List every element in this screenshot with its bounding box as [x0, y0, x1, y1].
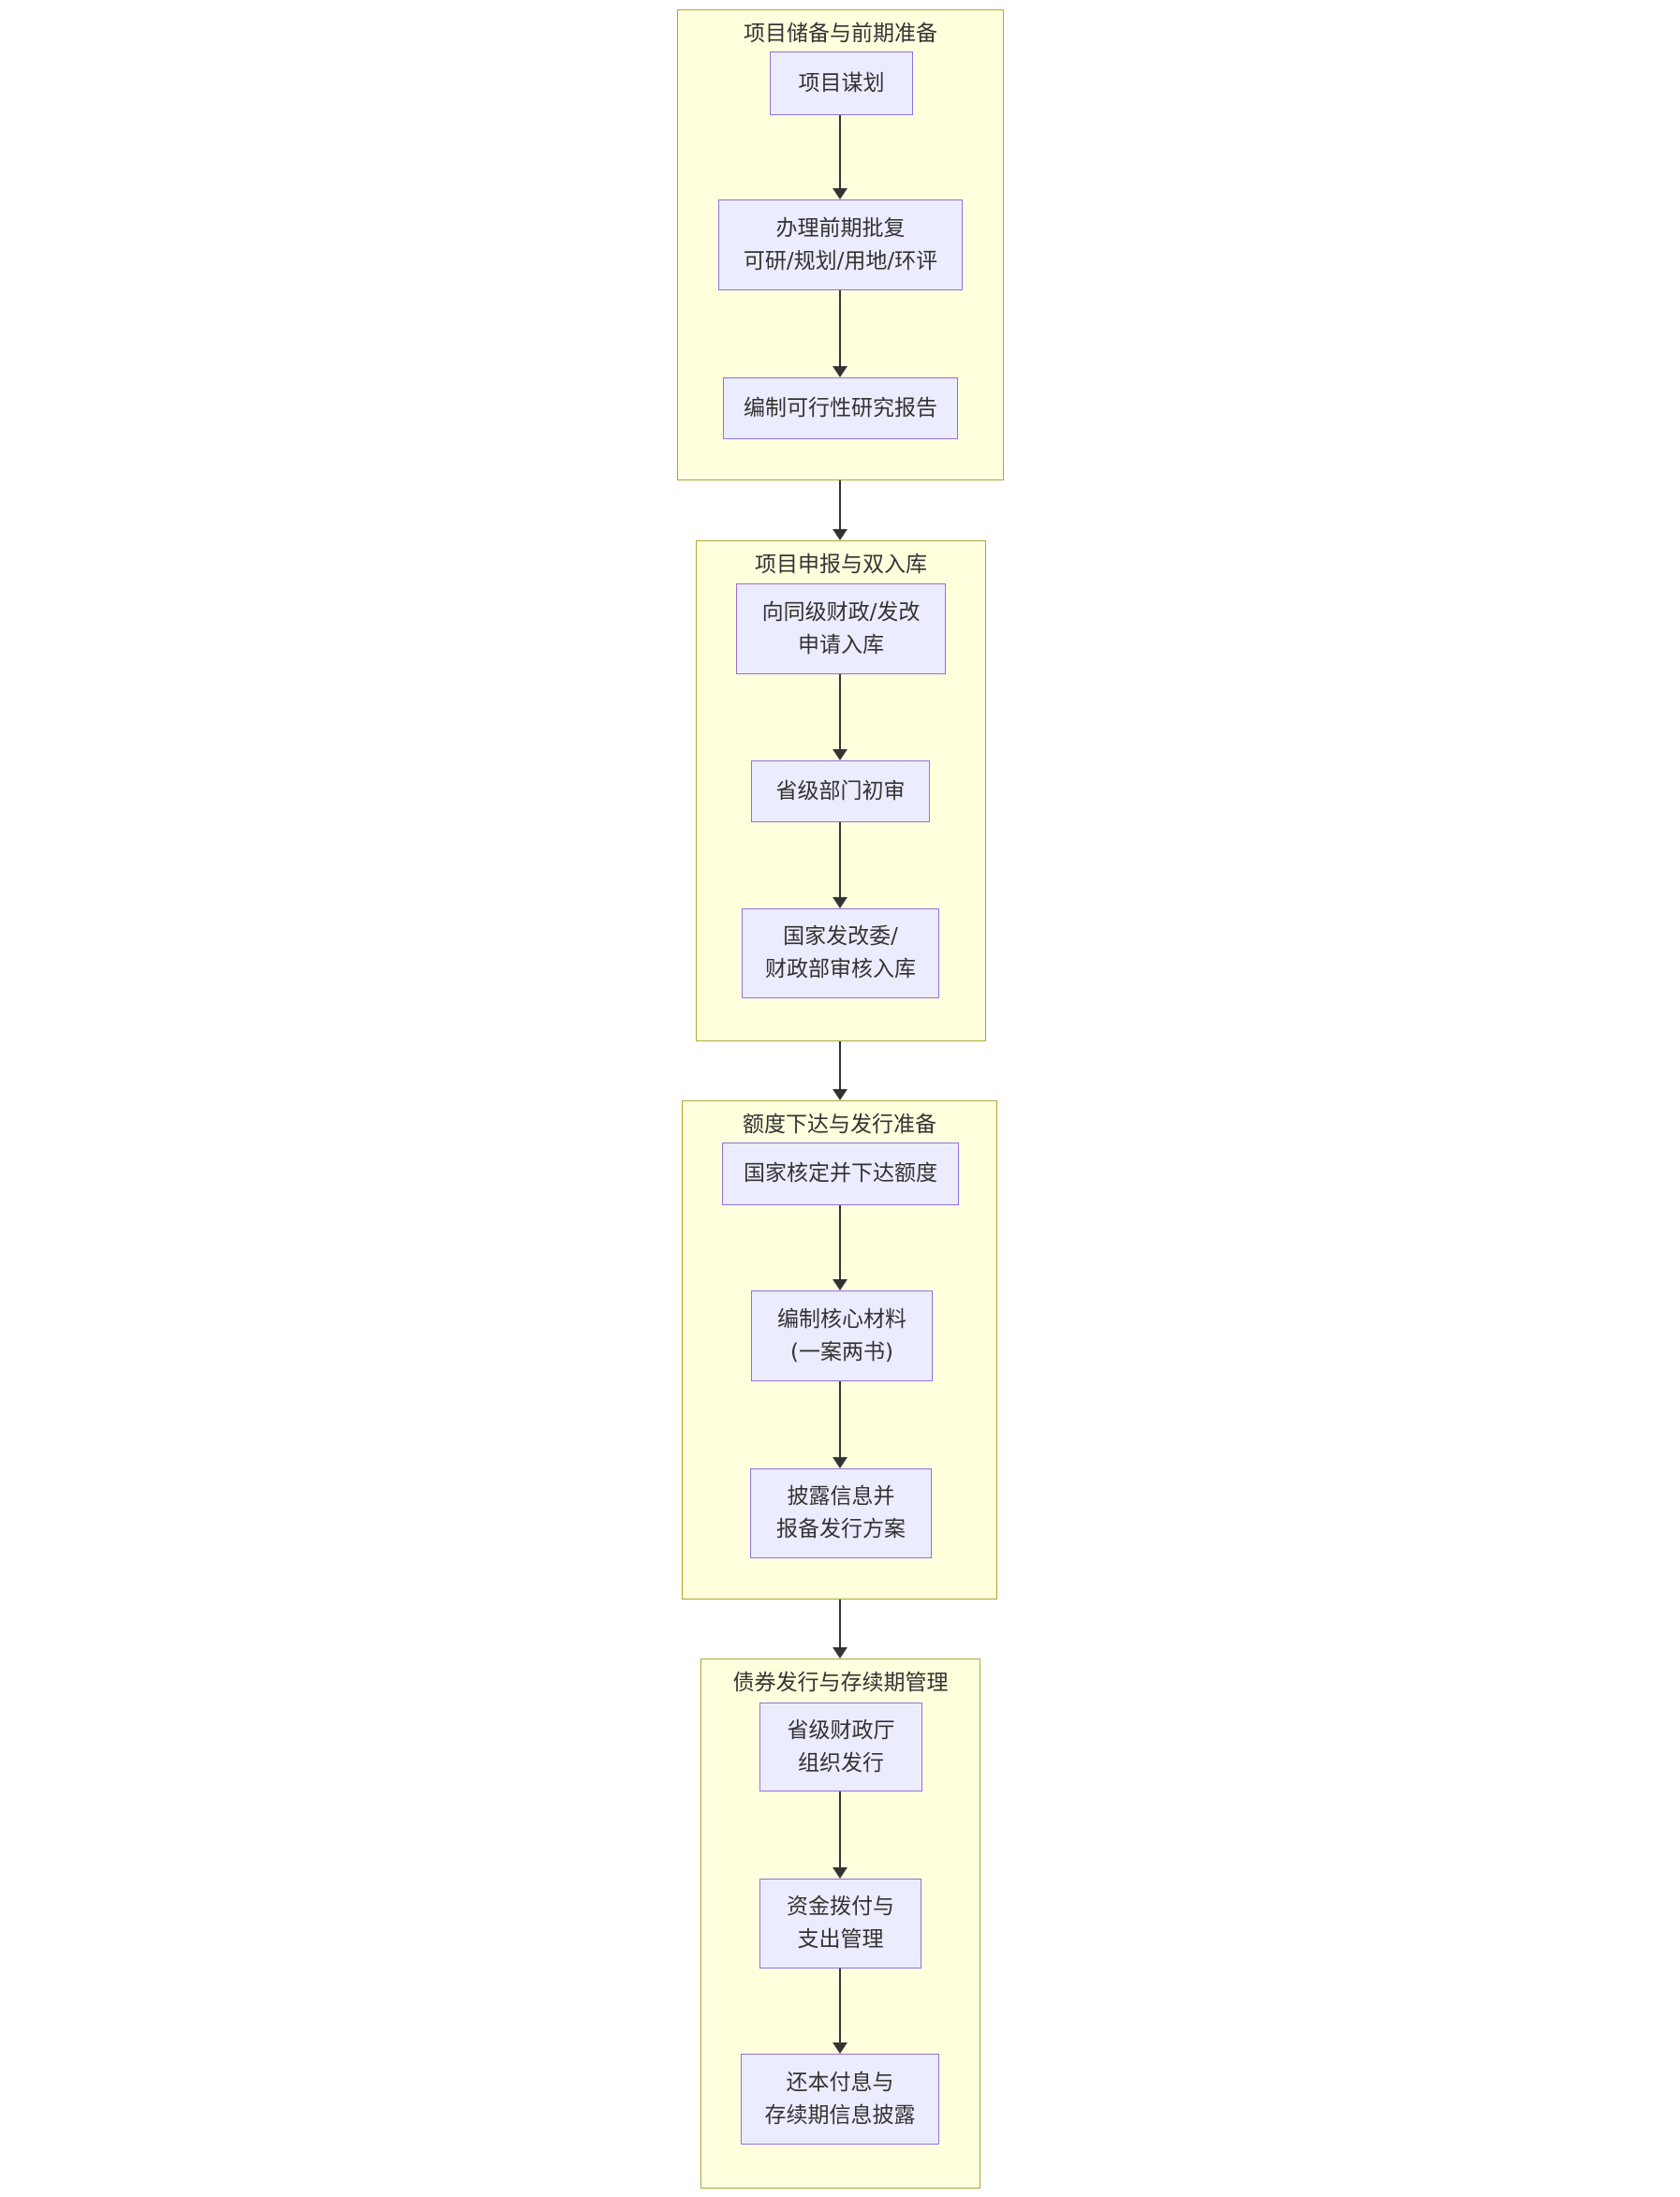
- group-title: 项目申报与双入库: [755, 553, 927, 577]
- node-text-line: 报备发行方案: [776, 1517, 906, 1541]
- node-text-line: 披露信息并: [787, 1484, 895, 1509]
- node-text-line: 可研/规划/用地/环评: [743, 248, 938, 273]
- node-provincial-finance-organize-issuance: 省级财政厅 组织发行: [759, 1703, 922, 1792]
- node-text-line: 编制核心材料: [777, 1306, 906, 1332]
- arrowhead-icon: [833, 529, 847, 540]
- node-text-line: 办理前期批复: [775, 215, 906, 241]
- node-text-line: 申请入库: [798, 632, 884, 657]
- node-information-disclosure-filing: 披露信息并 报备发行方案: [750, 1468, 932, 1558]
- node-apply-warehouse-entry: 向同级财政/发改 申请入库: [736, 583, 946, 674]
- node-text-line: 支出管理: [797, 1927, 884, 1952]
- node-provincial-initial-review: 省级部门初审: [751, 760, 930, 822]
- flow-arrow-n11-n12: [833, 1968, 847, 2054]
- flow-arrow-g3-g4: [833, 1600, 847, 1659]
- group-title: 债券发行与存续期管理: [732, 1671, 949, 1695]
- node-core-materials-preparation: 编制核心材料 (一案两书): [751, 1290, 933, 1381]
- flow-arrow-n8-n9: [833, 1381, 847, 1468]
- node-text-line: 组织发行: [798, 1750, 884, 1776]
- node-text-line: 还本付息与: [786, 2070, 894, 2095]
- arrowhead-icon: [833, 1457, 847, 1468]
- arrowhead-icon: [833, 749, 847, 760]
- node-text-line: 项目谋划: [798, 70, 885, 96]
- node-text-line: 财政部审核入库: [765, 957, 916, 981]
- arrowhead-icon: [833, 1647, 847, 1659]
- node-text-line: 资金拨付与: [787, 1895, 894, 1919]
- node-text-line: 省级财政厅: [787, 1718, 895, 1743]
- flow-arrow-n2-n3: [833, 290, 847, 377]
- flow-arrow-g2-g3: [833, 1041, 847, 1100]
- arrowhead-icon: [833, 1089, 847, 1100]
- node-text-line: (一案两书): [790, 1339, 893, 1364]
- flow-arrow-n10-n11: [833, 1792, 847, 1879]
- arrowhead-icon: [833, 1867, 847, 1879]
- node-repayment-duration-disclosure: 还本付息与 存续期信息披露: [741, 2054, 939, 2145]
- arrowhead-icon: [833, 897, 847, 908]
- node-text-line: 编制可行性研究报告: [744, 395, 937, 420]
- node-text-line: 国家发改委/: [783, 924, 898, 949]
- node-text-line: 省级部门初审: [775, 778, 906, 804]
- node-text-line: 存续期信息披露: [764, 2102, 916, 2128]
- arrowhead-icon: [833, 366, 847, 377]
- arrowhead-icon: [833, 2042, 847, 2054]
- node-fund-allocation-expenditure: 资金拨付与 支出管理: [759, 1879, 921, 1968]
- node-feasibility-study-report: 编制可行性研究报告: [723, 377, 958, 439]
- node-project-planning: 项目谋划: [770, 52, 913, 115]
- flow-arrow-g1-g2: [833, 480, 847, 540]
- node-text-line: 向同级财政/发改: [761, 599, 921, 625]
- arrowhead-icon: [833, 188, 847, 199]
- flow-arrow-n5-n6: [833, 822, 847, 908]
- node-text-line: 国家核定并下达额度: [744, 1161, 937, 1186]
- node-national-review-entry: 国家发改委/ 财政部审核入库: [742, 908, 939, 998]
- group-title: 项目储备与前期准备: [744, 22, 937, 46]
- flow-arrow-n7-n8: [833, 1205, 847, 1290]
- arrowhead-icon: [833, 1279, 847, 1290]
- flow-arrow-n1-n2: [833, 115, 847, 199]
- flow-arrow-n4-n5: [833, 674, 847, 760]
- group-title: 额度下达与发行准备: [743, 1113, 936, 1137]
- node-preliminary-approvals: 办理前期批复 可研/规划/用地/环评: [718, 199, 963, 290]
- node-national-quota-determination: 国家核定并下达额度: [722, 1143, 959, 1205]
